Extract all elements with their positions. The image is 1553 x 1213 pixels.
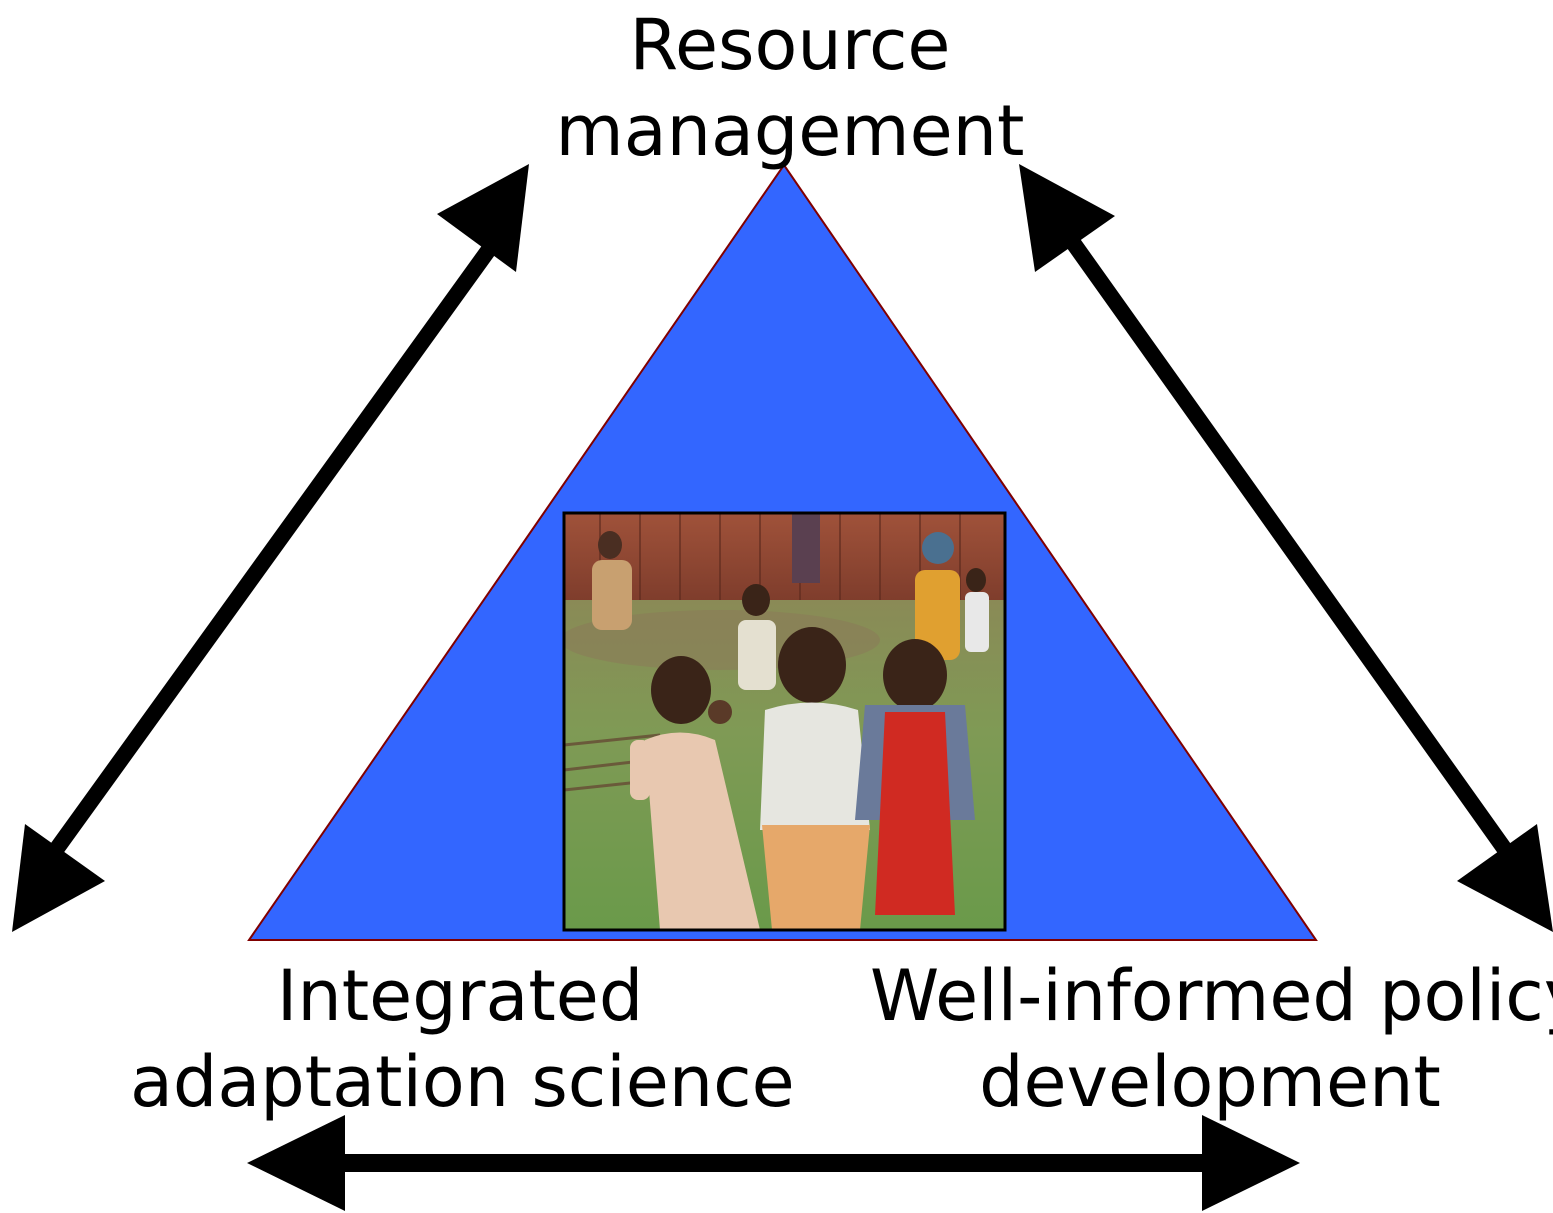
children-photo [564, 513, 1005, 930]
node-label-integrated-adaptation-science: Integrated adaptation science [130, 953, 795, 1125]
arrow-management-to-policy [1019, 164, 1553, 932]
node-label-line: development [979, 1041, 1441, 1123]
arrows-group [12, 164, 1553, 1211]
node-label-line: adaptation science [130, 1041, 795, 1123]
node-label-line: Integrated [276, 955, 644, 1037]
node-label-resource-management: Resource management [540, 2, 1040, 174]
node-label-line: Resource [629, 4, 951, 86]
node-label-policy-development: Well-informed policy development [870, 953, 1553, 1125]
arrow-science-to-policy [247, 1115, 1300, 1211]
arrow-science-to-management [12, 164, 529, 932]
node-label-line: management [555, 90, 1025, 172]
node-label-line: Well-informed policy [870, 955, 1553, 1037]
photo-frame [562, 511, 1007, 932]
